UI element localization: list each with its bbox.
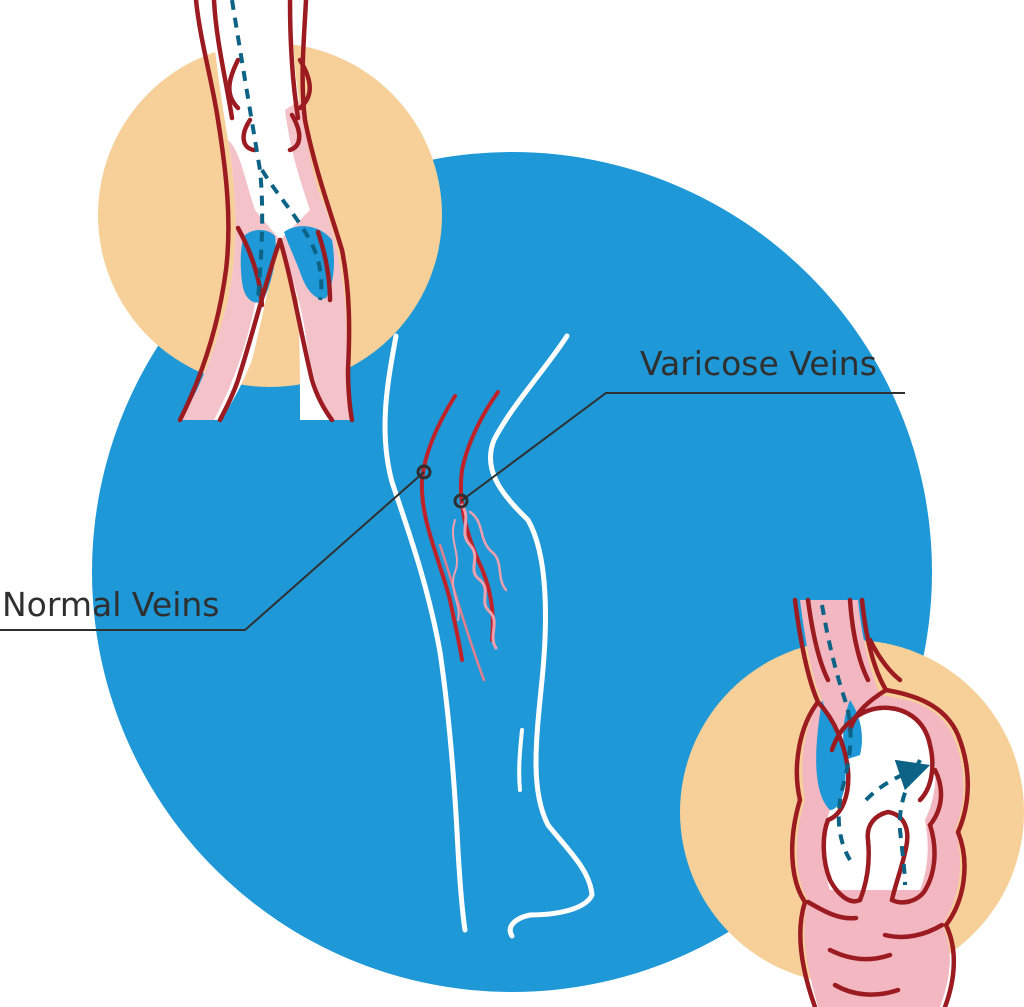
- leg-outline: [382, 333, 595, 939]
- leader-line-normal: [0, 471, 425, 631]
- leader-line-varicose: [460, 392, 905, 502]
- normal-veins-label: Normal Veins: [2, 585, 220, 624]
- leg-veins: [419, 390, 508, 682]
- leader-lines: [0, 392, 905, 631]
- healthy-valve-inset: [98, 0, 442, 423]
- varicose-valve-inset: [680, 597, 1024, 1007]
- varicose-vein-marker: [453, 493, 469, 509]
- normal-vein-marker: [416, 464, 432, 480]
- varicose-veins-label: Varicose Veins: [640, 344, 877, 383]
